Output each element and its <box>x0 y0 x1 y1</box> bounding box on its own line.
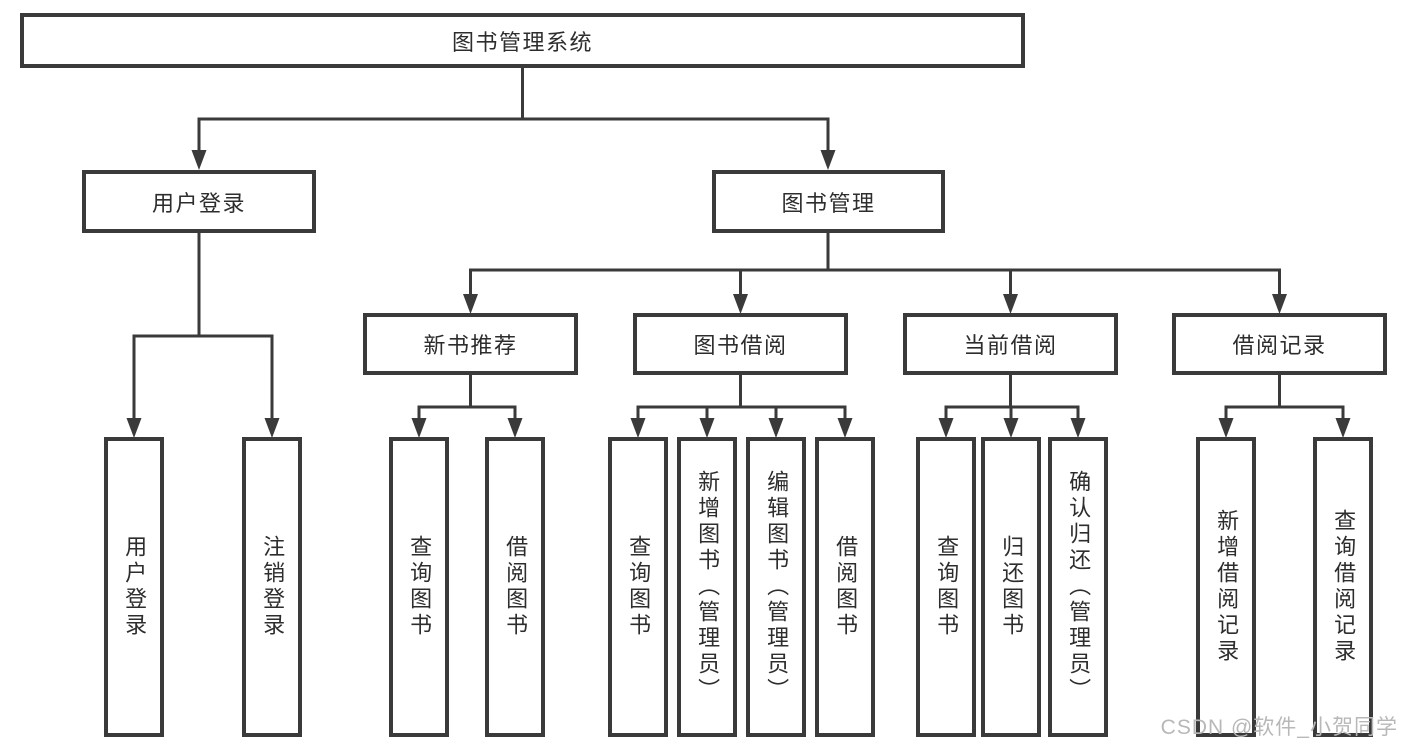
leaf-label: 新增图书（管理员） <box>695 470 721 704</box>
arrowhead <box>938 418 954 438</box>
leaf-label: 查询图书 <box>934 535 960 639</box>
arrowhead <box>837 418 853 438</box>
leaf-return-book: 归还图书 <box>981 437 1041 737</box>
leaf-label: 借阅图书 <box>833 535 859 639</box>
arrowhead <box>630 418 646 438</box>
leaf-logout: 注销登录 <box>242 437 302 737</box>
node-book-management: 图书管理 <box>712 170 945 233</box>
leaf-query-borrow-record: 查询借阅记录 <box>1313 437 1373 737</box>
leaf-label: 归还图书 <box>999 535 1025 639</box>
leaf-user-login: 用户登录 <box>104 437 164 737</box>
node-label: 图书管理系统 <box>451 29 593 55</box>
node-label: 图书借阅 <box>693 333 788 358</box>
leaf-borrow-book-recommend: 借阅图书 <box>485 437 545 737</box>
leaf-label: 查询图书 <box>407 535 433 639</box>
leaf-label: 查询借阅记录 <box>1331 509 1357 665</box>
arrowhead <box>1003 418 1019 438</box>
connector-userlogin-branch <box>132 334 274 419</box>
arrowhead <box>463 294 478 314</box>
leaf-query-book-recommend: 查询图书 <box>389 437 449 737</box>
arrowhead <box>1070 418 1086 438</box>
node-root-system: 图书管理系统 <box>20 13 1025 68</box>
arrowhead <box>126 418 142 438</box>
leaf-edit-book-admin: 编辑图书（管理员） <box>746 437 806 737</box>
leaf-query-book-current: 查询图书 <box>916 437 976 737</box>
arrowheads <box>126 150 1351 438</box>
leaf-label: 注销登录 <box>260 535 286 639</box>
csdn-watermark: CSDN @软件_小贺同学 <box>1160 716 1398 739</box>
leaf-label: 编辑图书（管理员） <box>764 470 790 704</box>
leaf-query-book-borrow: 查询图书 <box>608 437 668 737</box>
node-current-borrow: 当前借阅 <box>903 313 1118 375</box>
arrowhead <box>264 418 280 438</box>
node-label: 用户登录 <box>151 190 246 216</box>
connector-bookborrow-branch <box>636 405 847 419</box>
arrowhead <box>768 418 784 438</box>
leaf-add-book-admin: 新增图书（管理员） <box>677 437 737 737</box>
arrowhead <box>1218 418 1234 438</box>
node-label: 图书管理 <box>781 190 876 216</box>
connector-records-branch <box>1224 405 1345 419</box>
leaf-label: 新增借阅记录 <box>1214 509 1240 665</box>
arrowhead <box>699 418 715 438</box>
leaf-label: 用户登录 <box>122 535 148 639</box>
arrowhead <box>820 150 836 170</box>
leaf-label: 借阅图书 <box>503 535 529 639</box>
leaf-add-borrow-record: 新增借阅记录 <box>1196 437 1256 737</box>
leaf-confirm-return-admin: 确认归还（管理员） <box>1048 437 1108 737</box>
connector-bookmgmt-branch <box>469 268 1281 295</box>
arrowhead <box>733 294 748 314</box>
connector-newbooks-branch <box>417 405 517 419</box>
node-book-borrow: 图书借阅 <box>633 313 848 375</box>
node-label: 当前借阅 <box>963 333 1058 358</box>
arrowhead <box>1335 418 1351 438</box>
leaf-label: 确认归还（管理员） <box>1066 470 1092 704</box>
arrowhead <box>191 150 207 170</box>
leaf-label: 查询图书 <box>626 535 652 639</box>
node-label: 新书推荐 <box>423 333 518 358</box>
node-label: 借阅记录 <box>1232 333 1327 358</box>
arrowhead <box>1272 294 1287 314</box>
arrowhead <box>507 418 523 438</box>
arrowhead <box>411 418 427 438</box>
arrowhead <box>1003 294 1018 314</box>
node-user-login: 用户登录 <box>82 170 316 233</box>
node-borrow-records: 借阅记录 <box>1172 313 1387 375</box>
node-new-book-recommend: 新书推荐 <box>363 313 578 375</box>
connector-root-branch <box>197 117 830 151</box>
leaf-borrow-book: 借阅图书 <box>815 437 875 737</box>
